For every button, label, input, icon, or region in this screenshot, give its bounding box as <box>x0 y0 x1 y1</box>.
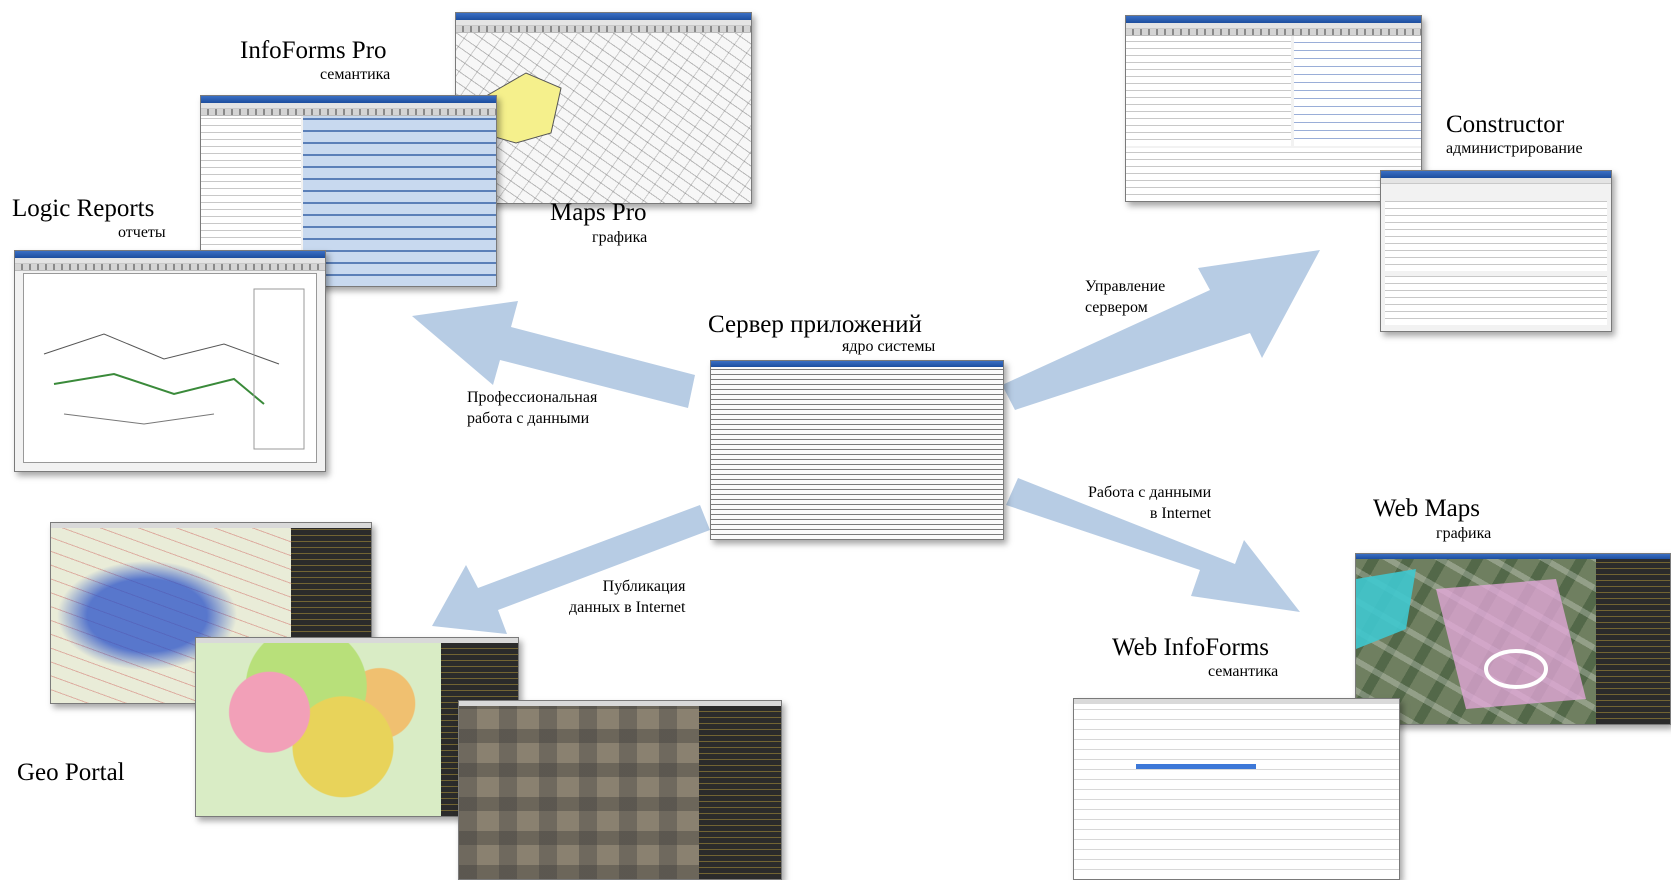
web-maps-layer-panel <box>1596 559 1670 724</box>
constructor-tree <box>1126 36 1291 146</box>
maps-pro-title: Maps Pro <box>550 199 647 226</box>
logic-reports-subtitle: отчеты <box>118 224 166 241</box>
web-maps-title: Web Maps <box>1373 495 1480 522</box>
maps-pro-subtitle: графика <box>592 229 648 246</box>
app-server-console-screenshot <box>710 360 1004 540</box>
geo-portal-title: Geo Portal <box>17 759 125 786</box>
geo-portal-landuse-screenshot <box>195 637 519 817</box>
web-infoforms-screenshot <box>1073 698 1400 880</box>
web-maps-aerial <box>1356 559 1596 724</box>
geo-portal-aerial-screenshot <box>458 700 782 880</box>
maps-pro-screenshot <box>455 12 752 204</box>
logic-reports-title: Logic Reports <box>12 195 155 222</box>
web-infoforms-title: Web InfoForms <box>1112 634 1269 661</box>
edge-publication-label: Публикация данных в Internet <box>569 578 686 616</box>
app-server-title: Сервер приложений <box>708 311 922 338</box>
constructor-table <box>1126 148 1421 201</box>
arrow-to-geoportal <box>432 505 710 634</box>
logic-reports-page <box>23 273 317 463</box>
constructor-dialog-grid <box>1385 201 1607 271</box>
constructor-properties <box>1294 36 1421 146</box>
web-infoforms-subtitle: семантика <box>1208 663 1279 680</box>
constructor-subtitle: администрирование <box>1446 140 1583 157</box>
infoforms-pro-title: InfoForms Pro <box>240 37 387 64</box>
arrow-to-constructor <box>1002 250 1320 410</box>
constructor-dialog-screenshot <box>1380 170 1612 332</box>
web-maps-subtitle: графика <box>1436 525 1492 542</box>
constructor-title: Constructor <box>1446 111 1565 138</box>
server-log <box>711 367 1003 539</box>
constructor-main-screenshot <box>1125 15 1422 202</box>
maps-pro-titlebar <box>456 13 751 20</box>
infoforms-pro-subtitle: семантика <box>320 66 391 83</box>
maps-pro-region <box>473 72 562 144</box>
edge-internet-work-label: Работа с данными в Internet <box>1088 484 1212 522</box>
edge-management-label: Управление сервером <box>1085 278 1166 316</box>
app-server-subtitle: ядро системы <box>842 338 936 355</box>
web-infoforms-form <box>1074 704 1399 879</box>
infoforms-form-panel <box>303 116 496 286</box>
maps-pro-map <box>456 33 751 203</box>
arrow-to-infoforms <box>412 301 695 408</box>
edge-professional-label: Профессиональная работа с данными <box>467 389 598 427</box>
arrow-to-webmaps <box>1006 478 1300 612</box>
logic-reports-screenshot <box>14 250 326 472</box>
web-maps-screenshot <box>1355 553 1671 725</box>
